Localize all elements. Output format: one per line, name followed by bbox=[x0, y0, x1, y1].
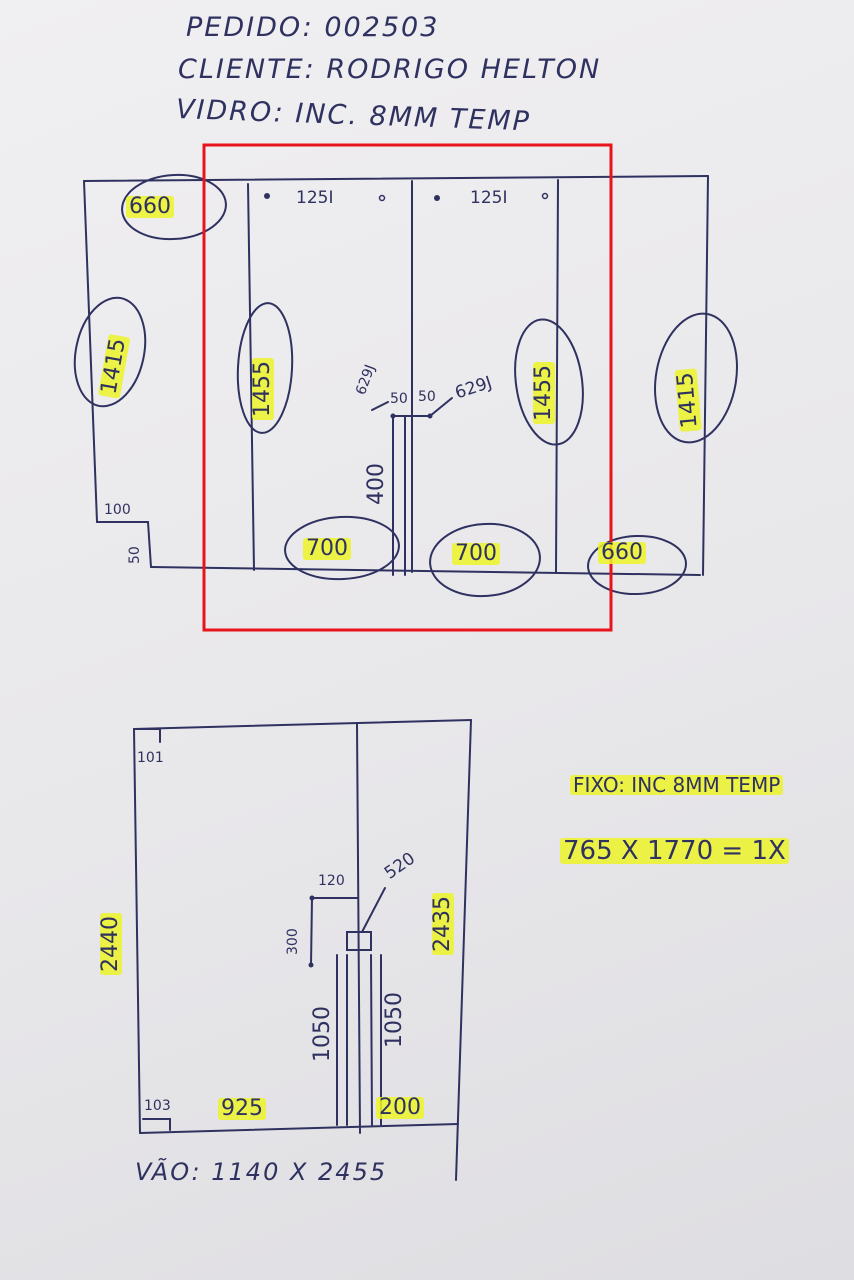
bottom-left-width: 925 bbox=[218, 1098, 266, 1120]
bottom-left-height: 2440 bbox=[98, 913, 123, 975]
lock-box bbox=[346, 931, 372, 951]
top-divider-1 bbox=[247, 183, 255, 571]
corner-bottom-label: 103 bbox=[144, 1098, 171, 1114]
oval-700-right bbox=[429, 522, 541, 598]
bottom-frame-left-edge bbox=[133, 728, 141, 1134]
lock-dot-right bbox=[427, 413, 433, 419]
hole-dot-4 bbox=[541, 192, 549, 200]
oval-1455-right bbox=[514, 318, 584, 446]
right-height: 1415 bbox=[673, 368, 703, 432]
corner-mark-bottom bbox=[142, 1118, 171, 1131]
lock-left-leader bbox=[371, 401, 389, 411]
top-frame-top-edge bbox=[83, 175, 709, 182]
top-hole-label-2: 125I bbox=[470, 188, 508, 208]
bottom-width-3: 660 bbox=[598, 542, 646, 564]
left-leg-height: 1050 bbox=[310, 1006, 335, 1062]
client-name: CLIENTE: RODRIGO HELTON bbox=[178, 54, 602, 85]
offset-left: 50 bbox=[390, 391, 408, 407]
offset-right: 50 bbox=[418, 389, 436, 405]
lock-dot-left bbox=[390, 413, 396, 419]
oval-660-bottom bbox=[587, 534, 687, 596]
handle-height: 300 bbox=[285, 928, 301, 955]
center-left-height: 1455 bbox=[250, 358, 275, 420]
top-hole-label-1: 125I bbox=[296, 188, 334, 208]
hole-dot-2 bbox=[378, 194, 386, 202]
top-frame-notch bbox=[96, 521, 152, 568]
opening-size: VÃO: 1140 X 2455 bbox=[135, 1158, 388, 1186]
center-right-height: 1455 bbox=[531, 362, 556, 424]
oval-1415-right bbox=[654, 312, 738, 444]
top-left-width: 660 bbox=[126, 196, 174, 218]
bottom-right-height: 2435 bbox=[430, 893, 455, 955]
top-divider-3 bbox=[555, 179, 559, 574]
bottom-divider bbox=[356, 723, 361, 1134]
oval-660-top bbox=[121, 173, 227, 241]
bottom-right-width: 200 bbox=[376, 1097, 424, 1119]
handle-offset: 120 bbox=[318, 873, 345, 889]
oval-1455-left bbox=[236, 302, 294, 434]
oval-700-left bbox=[284, 515, 400, 581]
corner-top-label: 101 bbox=[137, 750, 164, 766]
fixed-panel-label: FIXO: INC 8MM TEMP bbox=[570, 775, 784, 795]
lock-note-leader bbox=[361, 887, 386, 933]
lock-height: 400 bbox=[364, 463, 389, 505]
hole-dot-3 bbox=[434, 195, 440, 201]
handle-dot-top bbox=[309, 895, 315, 901]
handle-dot-bottom bbox=[308, 962, 314, 968]
bottom-width-2: 700 bbox=[452, 543, 500, 565]
top-frame-left-edge bbox=[83, 180, 98, 523]
bottom-frame-bottom-edge bbox=[139, 1123, 459, 1134]
lock-right-leader bbox=[429, 397, 453, 417]
order-number: PEDIDO: 002503 bbox=[186, 12, 440, 43]
bottom-width-1: 700 bbox=[303, 538, 351, 560]
corner-mark-top bbox=[133, 728, 161, 743]
fixed-panel-spec: 765 X 1770 = 1X bbox=[560, 838, 789, 864]
notch-height: 50 bbox=[127, 546, 143, 564]
top-frame-right-edge bbox=[702, 175, 709, 576]
notch-width: 100 bbox=[104, 502, 131, 518]
oval-1415-left bbox=[73, 296, 147, 408]
top-frame-bottom-edge bbox=[150, 566, 701, 576]
hole-dot-1 bbox=[264, 193, 270, 199]
handle-vertical bbox=[310, 897, 313, 966]
bottom-frame-top-edge bbox=[133, 719, 472, 730]
leg-right-inner bbox=[370, 954, 373, 1126]
right-leg-height: 1050 bbox=[382, 992, 407, 1048]
selection-box bbox=[202, 143, 613, 632]
bottom-frame-right-edge bbox=[455, 719, 472, 1181]
